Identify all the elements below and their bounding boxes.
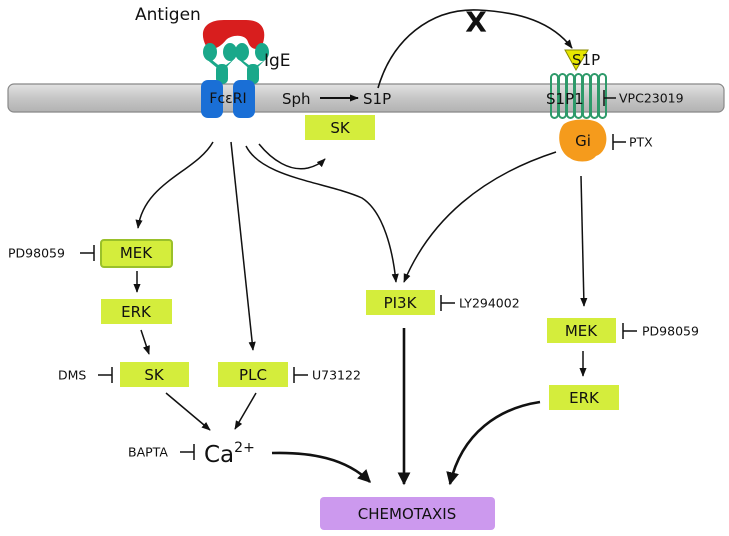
pd-left-label: PD98059 <box>8 246 65 261</box>
u73122-label: U73122 <box>312 368 361 383</box>
plc-label: PLC <box>239 366 267 384</box>
vpc-label: VPC23019 <box>619 91 684 106</box>
mek-right-label: MEK <box>565 322 598 340</box>
ca-label: Ca2+ <box>204 440 255 468</box>
chemotaxis-label: CHEMOTAXIS <box>358 505 456 523</box>
fceri-receptor-left <box>201 80 223 118</box>
fceri-to-plc-arrow <box>230 141 256 351</box>
erk-to-chemotaxis-arrow <box>446 400 541 486</box>
gi-label: Gi <box>575 132 591 150</box>
bapta-label: BAPTA <box>128 445 168 460</box>
ly-label: LY294002 <box>459 296 520 311</box>
sph-label: Sph <box>282 90 311 108</box>
pi3k-box <box>366 290 435 315</box>
dms-label: DMS <box>58 368 86 383</box>
ca-to-chemotaxis-arrow <box>271 451 371 483</box>
cell-membrane <box>7 83 725 113</box>
mek-right-box <box>547 318 616 343</box>
sk-left-label: SK <box>144 366 165 384</box>
fceri-to-mek-arrow <box>135 141 214 229</box>
erk-left-box <box>101 299 172 324</box>
fceri-to-pi3k-arrow <box>245 145 399 283</box>
s1p-ligand-label: S1P <box>572 51 600 69</box>
sk-top-box <box>305 115 375 140</box>
ige-antibodies <box>203 43 269 84</box>
mek-left-label: MEK <box>120 244 153 262</box>
sk-left-box <box>120 362 189 387</box>
antigen-shape <box>202 20 265 49</box>
fceri-to-sk-arrow <box>258 143 326 170</box>
mek-left-box <box>100 239 173 268</box>
erk-right-label: ERK <box>569 389 600 407</box>
pd-right-label: PD98059 <box>642 324 699 339</box>
s1p-ligand-shape <box>564 49 589 72</box>
s1p-export-arrow <box>377 9 573 89</box>
sk-top-label: SK <box>330 119 351 137</box>
plc-to-ca-arrow <box>234 392 257 430</box>
s1p-membrane-label: S1P <box>363 90 391 108</box>
erk-right-box <box>549 385 619 410</box>
s1p1-label: S1P1 <box>546 90 584 108</box>
chemotaxis-box <box>320 497 495 530</box>
pi3k-label: PI3K <box>384 294 418 312</box>
sk-to-ca-arrow <box>165 392 211 431</box>
ige-label: IgE <box>264 51 291 71</box>
gi-to-pi3k-arrow <box>403 151 557 283</box>
fceri-label: FcεRI <box>209 91 246 107</box>
erk-to-sk-left-arrow <box>140 329 150 355</box>
ptx-label: PTX <box>629 135 653 150</box>
s1p1-receptor <box>550 73 607 119</box>
ca-superscript: 2+ <box>234 440 255 456</box>
gi-to-mek-arrow <box>580 175 588 307</box>
erk-left-label: ERK <box>121 303 152 321</box>
antigen-label: Antigen <box>135 5 201 25</box>
gi-protein-shape <box>559 119 607 162</box>
plc-box <box>218 362 288 387</box>
block-mark: X <box>465 6 487 39</box>
fceri-receptor-right <box>233 80 255 118</box>
